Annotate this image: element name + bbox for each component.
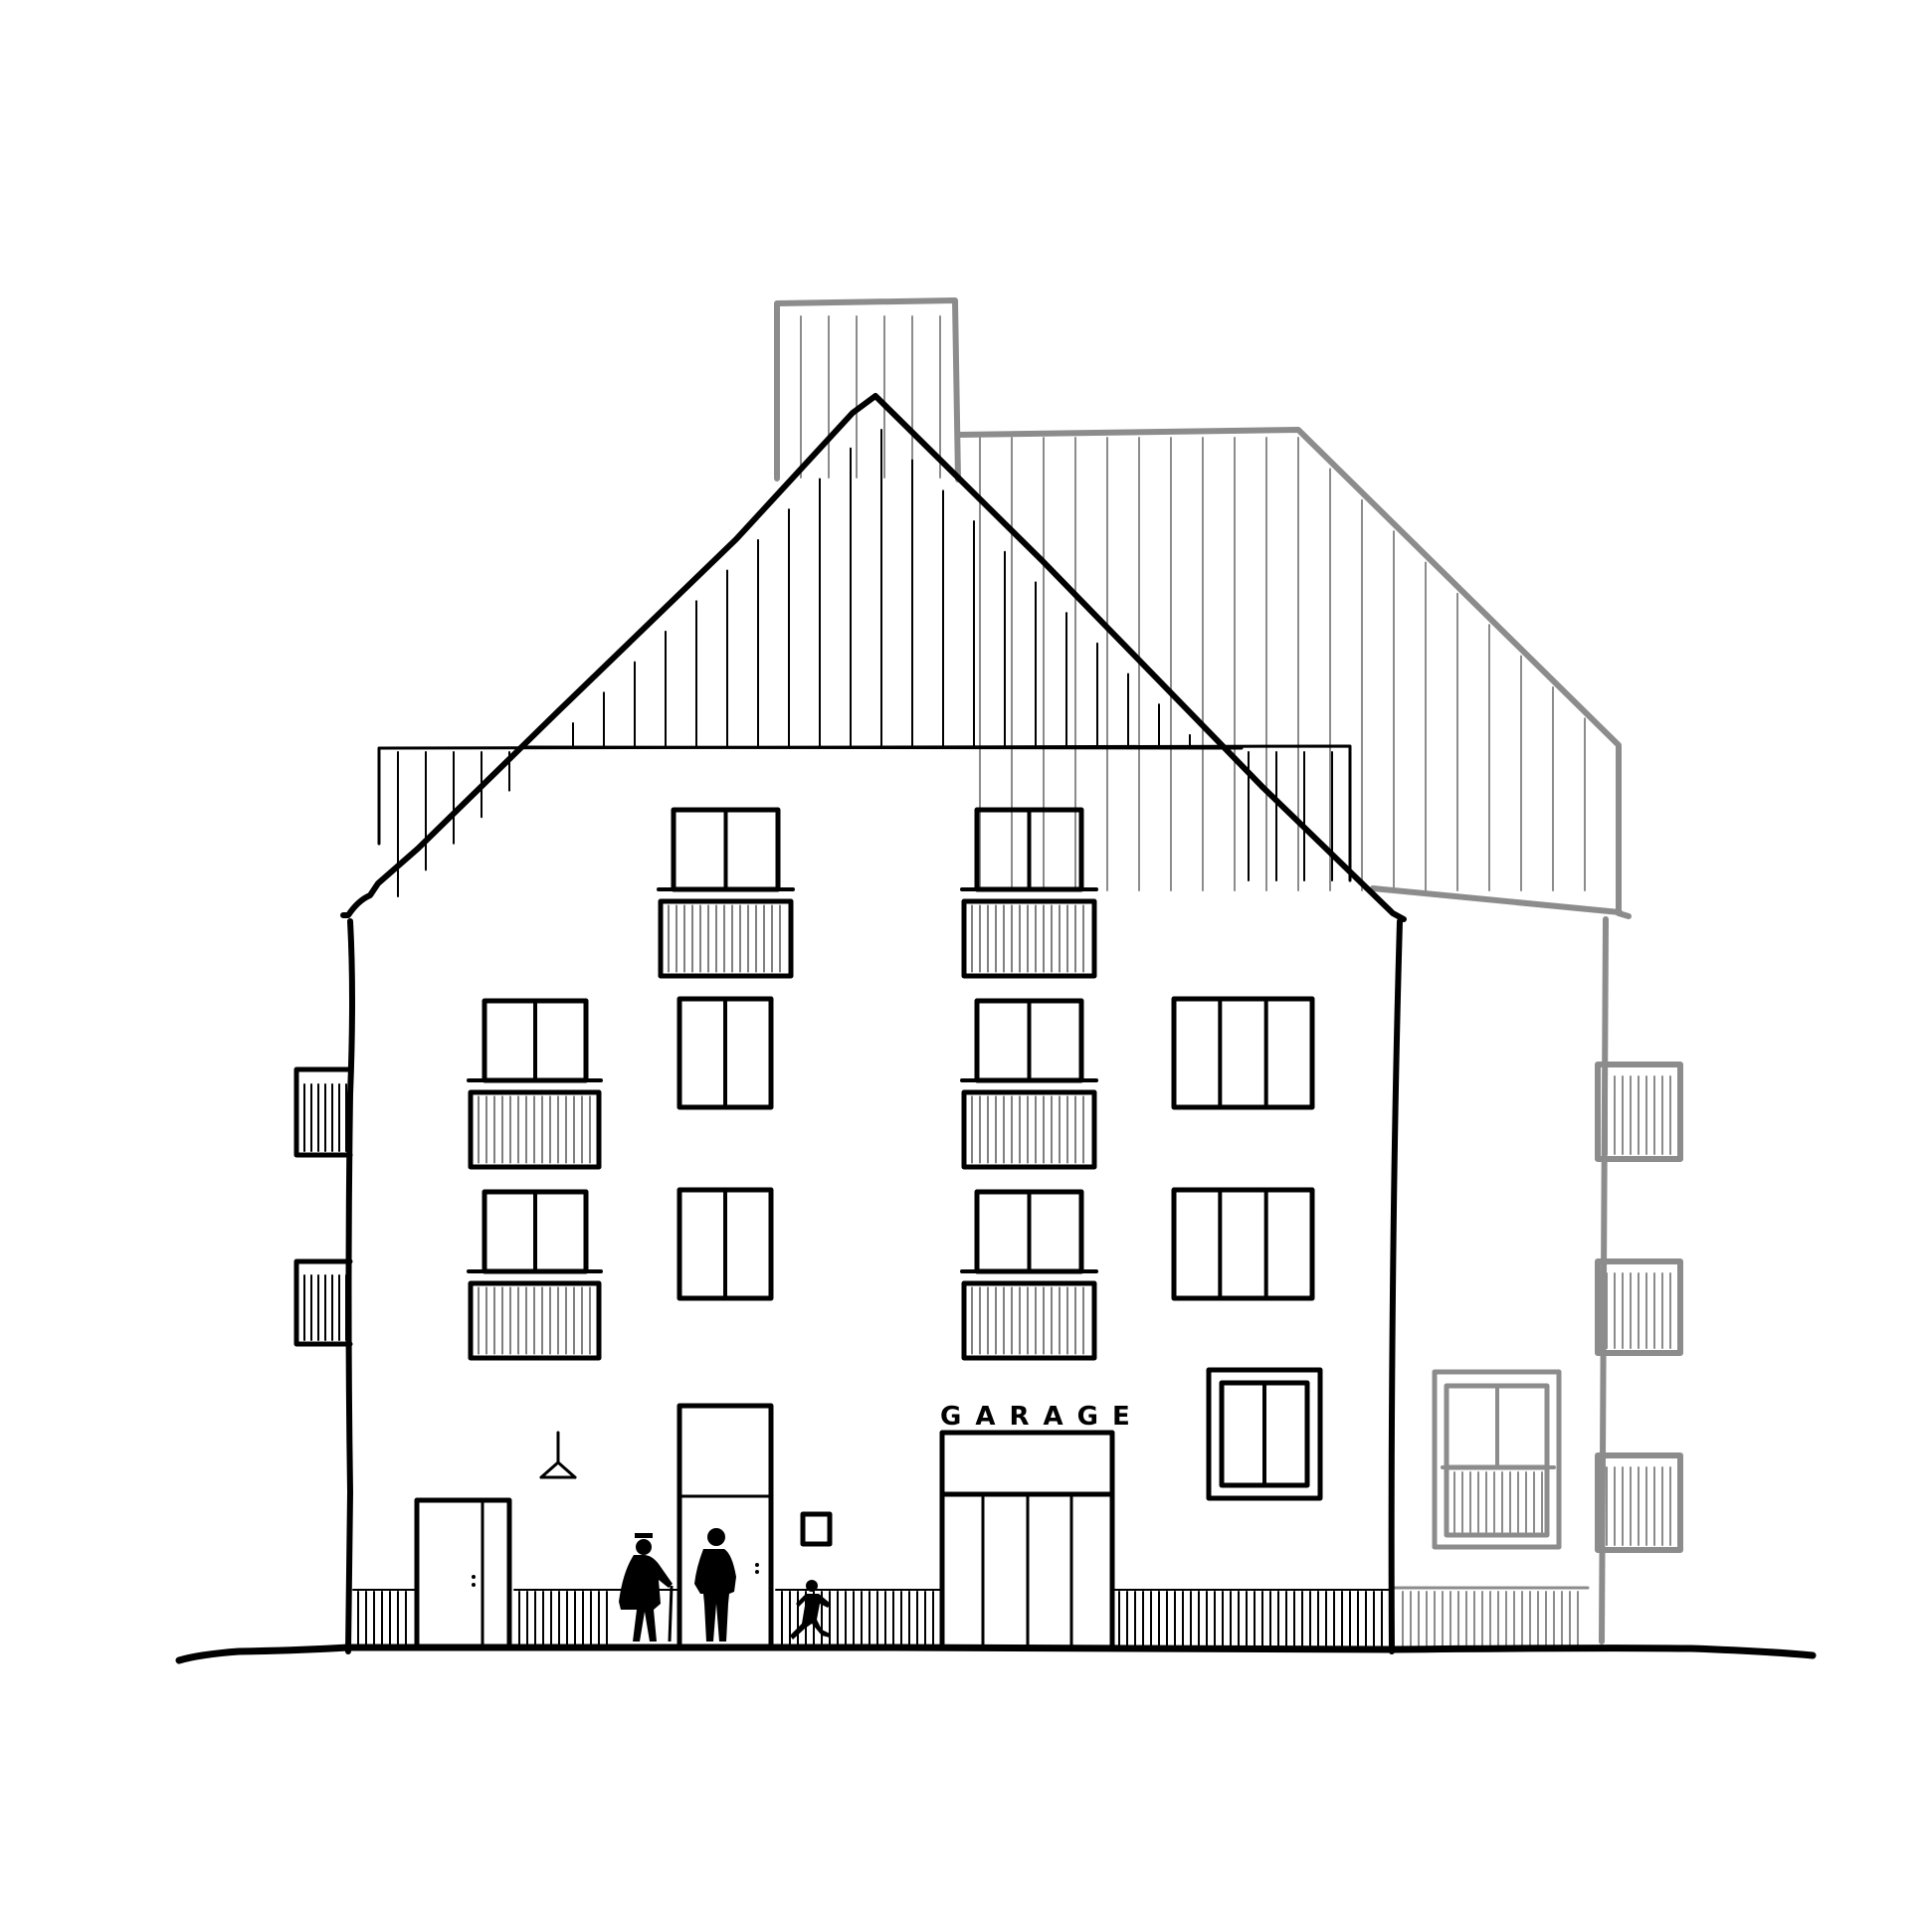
window-with-juliet-balcony xyxy=(960,1189,1098,1361)
adult-person-icon xyxy=(694,1528,736,1642)
window-frame xyxy=(1171,996,1315,1110)
balcony-panel xyxy=(658,898,794,979)
wall-lamp-icon xyxy=(539,1431,577,1479)
window-with-juliet-balcony xyxy=(467,998,603,1170)
window xyxy=(1171,996,1315,1110)
balcony-panel xyxy=(961,898,1097,979)
rear-building xyxy=(774,297,1683,1646)
elderly-person-icon xyxy=(619,1533,674,1642)
balcony-panel xyxy=(468,1280,602,1361)
window xyxy=(1171,1187,1315,1301)
balcony-windows xyxy=(467,807,1098,1361)
ground-line xyxy=(175,1643,1817,1664)
window xyxy=(676,1187,774,1301)
chimney xyxy=(774,297,961,483)
rear-window-with-balcony xyxy=(1432,1369,1562,1550)
balcony-panel xyxy=(961,1280,1097,1361)
right-wall xyxy=(1388,918,1403,1654)
balcony-panel xyxy=(468,1089,602,1170)
window-frame xyxy=(1171,1187,1315,1301)
right-balconies xyxy=(1595,1062,1683,1553)
left-balconies xyxy=(293,1066,353,1347)
child-running-icon xyxy=(790,1580,831,1640)
window-with-juliet-balcony xyxy=(467,1189,603,1361)
garage-sign: GARAGE xyxy=(940,1402,1144,1432)
gable-roof-outline xyxy=(340,393,1407,922)
left-wall xyxy=(345,918,355,1654)
dormer-roof-band xyxy=(377,428,1352,897)
side-door xyxy=(414,1497,512,1650)
front-fence xyxy=(352,1589,1392,1646)
balcony-panel xyxy=(961,1089,1097,1170)
main-entrance xyxy=(676,1403,774,1650)
people-silhouettes xyxy=(619,1528,831,1642)
window-with-juliet-balcony xyxy=(960,807,1098,979)
entrance-sign-plate xyxy=(800,1511,833,1547)
plain-windows xyxy=(676,996,1315,1301)
rear-wall-edge xyxy=(1599,916,1609,1644)
window-with-juliet-balcony xyxy=(960,998,1098,1170)
garage: GARAGE xyxy=(939,1402,1144,1650)
window-with-juliet-balcony xyxy=(657,807,795,979)
framed-window xyxy=(1206,1367,1323,1501)
rear-fence xyxy=(1393,1586,1590,1646)
rear-roof xyxy=(955,427,1632,919)
main-building: GARAGE xyxy=(293,393,1407,1654)
window xyxy=(676,996,774,1110)
